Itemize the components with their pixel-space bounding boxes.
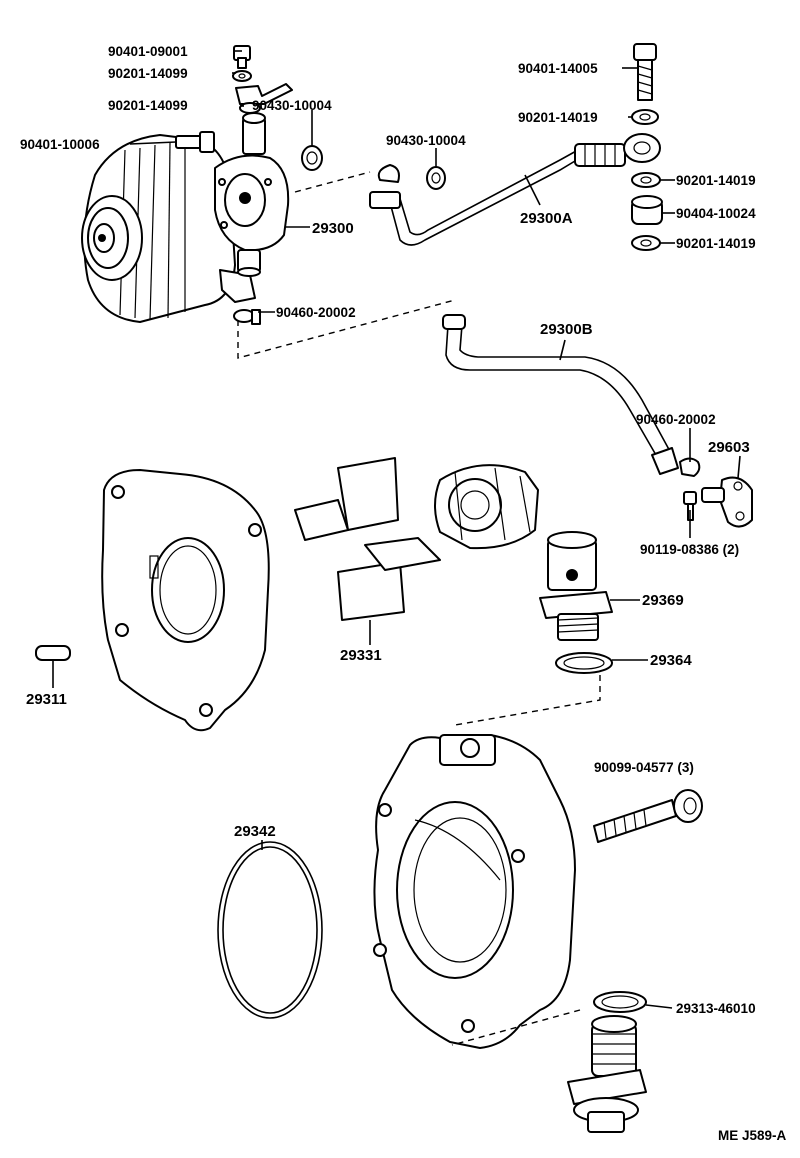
clamp-90460-20002-a	[233, 309, 261, 325]
label-90460-20002-b: 90460-20002	[636, 412, 716, 427]
leader-gasket-to-housing	[454, 675, 601, 726]
vacuum-pump-29300	[175, 112, 290, 277]
leader-lines	[129, 50, 741, 1009]
hose-29300B	[442, 314, 679, 475]
label-90430-10004-a: 90430-10004	[252, 98, 332, 113]
fitting-29369	[539, 531, 613, 641]
label-29300B: 29300B	[540, 321, 593, 338]
label-29300: 29300	[312, 220, 354, 237]
label-90201-14019-a: 90201-14019	[518, 110, 598, 125]
rotor	[434, 464, 539, 550]
leader-washer-to-housing	[451, 1009, 581, 1046]
label-29300A: 29300A	[520, 210, 573, 227]
washer-90201-14019-b	[631, 172, 661, 188]
o-ring-29342	[217, 840, 323, 1019]
washer-90201-14019-c	[631, 235, 661, 251]
bolt-90099-04577	[593, 789, 703, 843]
label-90401-10006: 90401-10006	[20, 137, 100, 152]
union-bolt	[567, 1015, 647, 1133]
washer-90201-14099-a	[232, 70, 252, 82]
label-90460-20002-a: 90460-20002	[276, 305, 356, 320]
vanes-29331	[294, 457, 441, 645]
washer-29313-46010	[593, 991, 647, 1013]
label-29603: 29603	[708, 439, 750, 456]
label-29311: 29311	[26, 691, 67, 708]
label-29313-46010: 29313-46010	[676, 1001, 756, 1016]
leader-pipe-to-pump	[294, 171, 371, 193]
pump-housing	[373, 734, 576, 1049]
part-labels: 90401-09001 90201-14099 90201-14099 9043…	[20, 44, 787, 1143]
seal-90430-10004-b	[426, 166, 446, 190]
spacer-90404-10024	[631, 195, 663, 225]
oil-pipe-29300A	[369, 133, 661, 246]
end-plate	[101, 469, 270, 732]
label-90201-14099-a: 90201-14099	[108, 66, 188, 81]
footer-code: ME J589-A	[718, 1128, 787, 1143]
gasket-29364	[555, 652, 613, 674]
label-90401-09001: 90401-09001	[108, 44, 188, 59]
clamp-90460-20002-b	[679, 457, 701, 477]
bolt-90401-14005	[633, 43, 657, 101]
alternator-assembly	[81, 134, 256, 323]
label-90201-14099-b: 90201-14099	[108, 98, 188, 113]
label-90430-10004-b: 90430-10004	[386, 133, 466, 148]
pin-29311	[35, 645, 71, 688]
label-90201-14019-c: 90201-14019	[676, 236, 756, 251]
seal-90430-10004-a	[301, 145, 323, 171]
bolt-90401-09001	[233, 45, 251, 69]
label-90401-14005: 90401-14005	[518, 61, 598, 76]
label-90201-14019-b: 90201-14019	[676, 173, 756, 188]
label-90099-04577: 90099-04577 (3)	[594, 760, 694, 775]
label-29342: 29342	[234, 823, 276, 840]
washer-90201-14019-a	[631, 109, 659, 125]
washer-90201-14099-b	[239, 102, 261, 114]
label-90404-10024: 90404-10024	[676, 206, 756, 221]
label-29369: 29369	[642, 592, 684, 609]
union-29603	[701, 476, 753, 528]
leader-hose-to-clamp	[237, 299, 456, 359]
label-90119-08386: 90119-08386 (2)	[640, 542, 739, 557]
label-29331: 29331	[340, 647, 382, 664]
label-29364: 29364	[650, 652, 692, 669]
